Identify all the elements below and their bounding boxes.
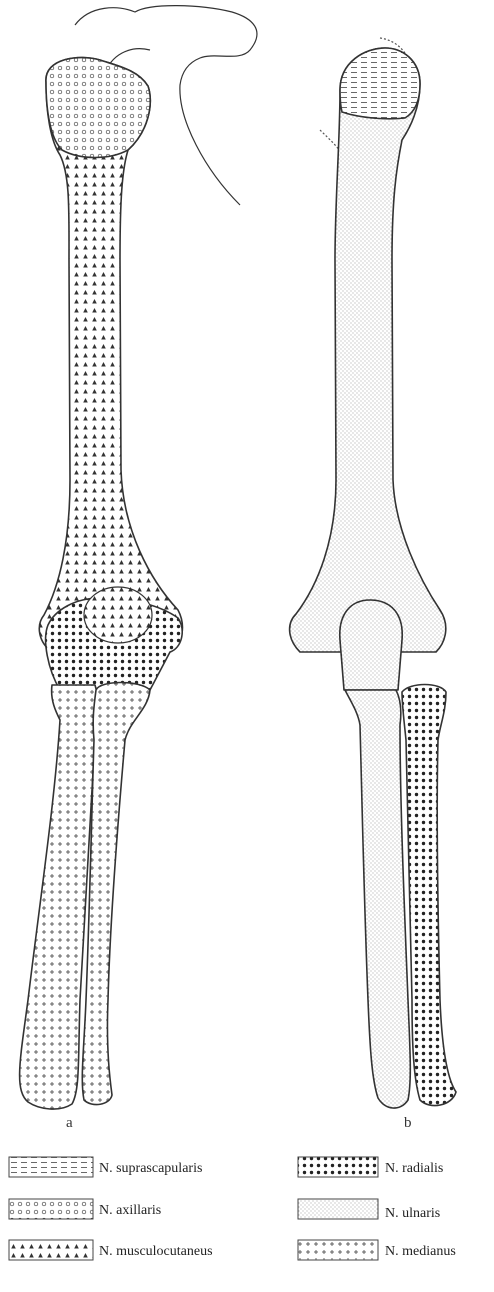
legend-item-musculocutaneus: N. musculocutaneus (9, 1240, 213, 1260)
panel-a-arm (20, 6, 257, 1109)
legend-swatch-suprascapularis (9, 1157, 93, 1177)
legend-label-suprascapularis: N. suprascapularis (99, 1161, 202, 1176)
panel-label-a: a (66, 1115, 73, 1131)
legend-label-axillaris: N. axillaris (99, 1203, 161, 1218)
legend-swatch-radialis (298, 1157, 378, 1177)
legend: N. suprascapularis N. radialis N. axilla… (9, 1157, 456, 1260)
legend-swatch-medianus (298, 1240, 378, 1260)
panel-label-b: b (404, 1115, 412, 1131)
humeral-head-b (340, 48, 420, 119)
ulna-b (345, 690, 410, 1108)
capitulum-a (84, 587, 152, 643)
humeral-head-a (46, 58, 150, 158)
legend-label-musculocutaneus: N. musculocutaneus (99, 1244, 213, 1259)
legend-label-medianus: N. medianus (385, 1244, 456, 1259)
legend-item-medianus: N. medianus (298, 1240, 456, 1260)
humerus-b (290, 48, 446, 652)
legend-label-radialis: N. radialis (385, 1161, 443, 1176)
legend-swatch-musculocutaneus (9, 1240, 93, 1260)
legend-swatch-axillaris (9, 1199, 93, 1219)
legend-item-axillaris: N. axillaris (9, 1199, 161, 1219)
legend-label-ulnaris: N. ulnaris (385, 1206, 440, 1221)
olecranon-b (340, 600, 402, 690)
legend-item-suprascapularis: N. suprascapularis (9, 1157, 202, 1177)
panel-b-arm (290, 38, 456, 1108)
legend-swatch-ulnaris (298, 1199, 378, 1219)
legend-item-ulnaris: N. ulnaris (298, 1199, 440, 1221)
legend-item-radialis: N. radialis (298, 1157, 443, 1177)
